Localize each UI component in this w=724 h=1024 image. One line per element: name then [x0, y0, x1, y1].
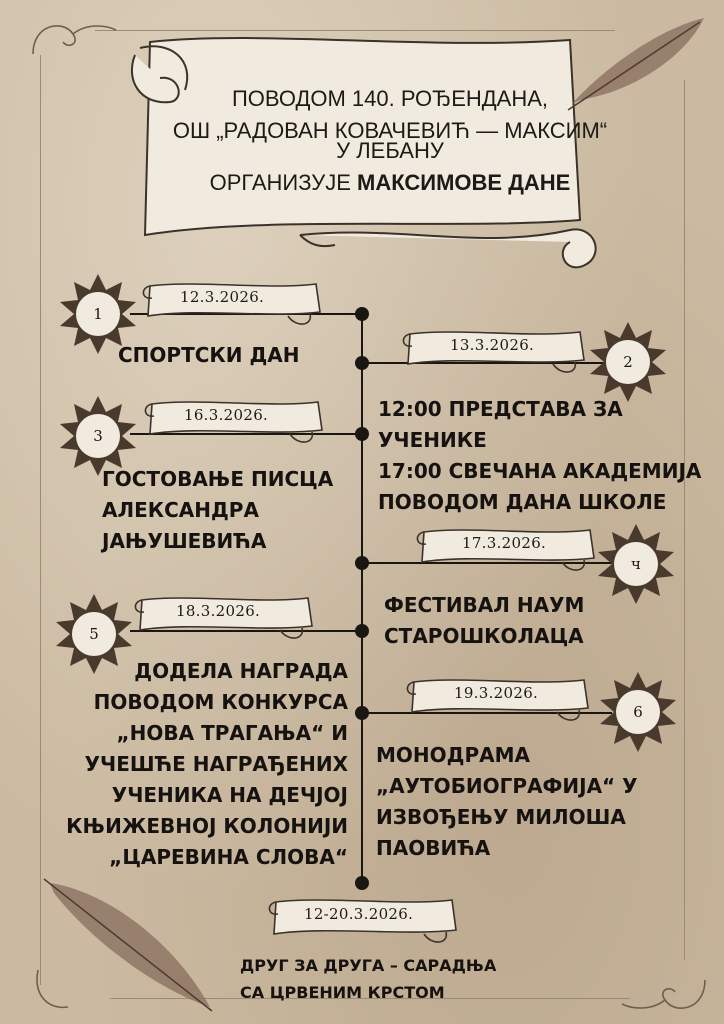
event-5-line-3: „НОВА ТРАГАЊА“ И	[116, 721, 349, 745]
event-5-line-4: УЧЕШЋЕ НАГРАЂЕНИХ	[84, 752, 348, 776]
event-4-line-2: СТАРОШКОЛАЦА	[384, 624, 584, 648]
event-3-line-2: АЛЕКСАНДРА	[102, 498, 259, 522]
badge-number-1: 1	[93, 305, 103, 323]
event-3-line-1: ГОСТОВАЊЕ ПИСЦА	[102, 467, 334, 491]
event-6-line-2: „АУТОБИОГРАФИЈА“ У	[376, 774, 638, 798]
date-ribbon-final	[268, 899, 457, 943]
date-ribbon-4	[416, 529, 595, 571]
corner-flourish-bottom-left	[36, 969, 69, 1009]
feather-icon-bottom-left	[43, 878, 213, 1012]
event-2-line-3: 17:00 СВЕЧАНА АКАДЕМИЈА	[378, 459, 702, 483]
corner-flourish-bottom-right	[621, 979, 706, 1009]
badge-number-4: ч	[631, 555, 641, 573]
event-text-6: МОНОДРАМА „АУТОБИОГРАФИЈА“ У ИЗВОЂЕЊУ МИ…	[376, 740, 638, 864]
connector-line-6	[362, 712, 612, 714]
badge-number-6: 6	[633, 703, 643, 721]
title-scroll	[130, 37, 597, 269]
date-label-final: 12-20.3.2026.	[304, 905, 414, 923]
final-event-text: ДРУГ ЗА ДРУГА – САРАДЊА СА ЦРВЕНИМ КРСТО…	[240, 952, 530, 1006]
event-text-3: ГОСТОВАЊЕ ПИСЦА АЛЕКСАНДРА ЈАЊУШЕВИЋА	[102, 464, 352, 557]
title-line-3: У ЛЕБАНУ	[336, 138, 444, 163]
title-line-4-bold: МАКСИМОВЕ ДАНЕ	[357, 170, 571, 195]
frame-line-right	[684, 80, 685, 960]
corner-flourish-top-left	[32, 25, 117, 55]
badge-ornament-4	[598, 524, 674, 604]
event-5-line-6: КЊИЖЕВНОЈ КОЛОНИЈИ	[66, 814, 348, 838]
badge-ornament-1	[60, 274, 136, 354]
timeline-dot-4	[355, 556, 369, 570]
event-5-line-2: ПОВОДОМ КОНКУРСА	[93, 690, 348, 714]
date-ribbon-3	[144, 401, 323, 443]
badge-ornament-2	[590, 322, 666, 402]
timeline-dot-6	[355, 706, 369, 720]
date-ribbon-2	[402, 331, 585, 373]
event-3-line-3: ЈАЊУШЕВИЋА	[102, 529, 267, 553]
event-4-line-1: ФЕСТИВАЛ НАУМ	[384, 593, 585, 617]
timeline-dot-2	[355, 356, 369, 370]
event-text-4: ФЕСТИВАЛ НАУМ СТАРОШКОЛАЦА	[384, 590, 584, 652]
connector-line-5	[130, 630, 362, 632]
timeline-dot-final	[355, 876, 369, 890]
event-5-line-1: ДОДЕЛА НАГРАДА	[134, 659, 348, 683]
feather-icon-top-right	[567, 18, 704, 111]
connector-line-2	[362, 362, 612, 364]
event-6-line-3: ИЗВОЂЕЊУ МИЛОША	[376, 805, 626, 829]
event-6-line-4: ПАОВИЋА	[376, 836, 491, 860]
event-5-line-5: УЧЕНИКА НА ДЕЧЈОЈ	[111, 783, 348, 807]
date-ribbon-1	[142, 283, 321, 325]
badge-number-2: 2	[623, 353, 633, 371]
date-label-6: 19.3.2026.	[454, 684, 539, 702]
event-1-line: СПОРТСКИ ДАН	[118, 343, 300, 367]
timeline-dot-5	[355, 624, 369, 638]
title-line-4-prefix: ОРГАНИЗУЈЕ	[209, 170, 358, 195]
badge-number-3: 3	[93, 427, 103, 445]
date-ribbon-6	[406, 679, 589, 721]
date-label-2: 13.3.2026.	[450, 336, 535, 354]
frame-line-bottom	[110, 998, 630, 999]
final-line-2: СА ЦРВЕНИМ КРСТОМ	[240, 983, 445, 1002]
event-text-1: СПОРТСКИ ДАН	[118, 340, 299, 371]
timeline-dot-1	[355, 307, 369, 321]
date-ribbon-5	[134, 597, 313, 639]
event-6-line-1: МОНОДРАМА	[376, 743, 530, 767]
timeline-dot-3	[355, 427, 369, 441]
title-line-4: ОРГАНИЗУЈЕ МАКСИМОВЕ ДАНЕ	[150, 170, 630, 196]
connector-line-3	[130, 433, 362, 435]
connector-line-4	[362, 562, 612, 564]
event-2-line-2: УЧЕНИКЕ	[378, 428, 487, 452]
date-label-4: 17.3.2026.	[462, 534, 547, 552]
badge-ornament-6	[600, 672, 676, 752]
date-label-1: 12.3.2026.	[180, 288, 265, 306]
event-2-line-1: 12:00 ПРЕДСТАВА ЗА	[378, 397, 623, 421]
frame-line-left	[40, 55, 41, 985]
badge-number-5: 5	[89, 625, 99, 643]
final-line-1: ДРУГ ЗА ДРУГА – САРАДЊА	[240, 956, 497, 975]
badge-ornament-5	[56, 594, 132, 674]
event-5-line-7: „ЦАРЕВИНА СЛОВА“	[109, 845, 348, 869]
date-label-3: 16.3.2026.	[184, 406, 269, 424]
event-text-5: ДОДЕЛА НАГРАДА ПОВОДОМ КОНКУРСА „НОВА ТР…	[56, 656, 348, 873]
title-line-2: ОШ „РАДОВАН КОВАЧЕВИЋ — МАКСИМ“	[172, 118, 608, 143]
timeline-axis	[361, 308, 363, 890]
event-2-line-4: ПОВОДОМ ДАНА ШКОЛЕ	[378, 490, 667, 514]
frame-line-top	[95, 30, 615, 31]
date-label-5: 18.3.2026.	[176, 602, 261, 620]
title-line-1: ПОВОДОМ 140. РОЂЕНДАНА,	[231, 86, 548, 111]
badge-ornament-3	[60, 396, 136, 476]
event-text-2: 12:00 ПРЕДСТАВА ЗА УЧЕНИКЕ 17:00 СВЕЧАНА…	[378, 394, 701, 518]
